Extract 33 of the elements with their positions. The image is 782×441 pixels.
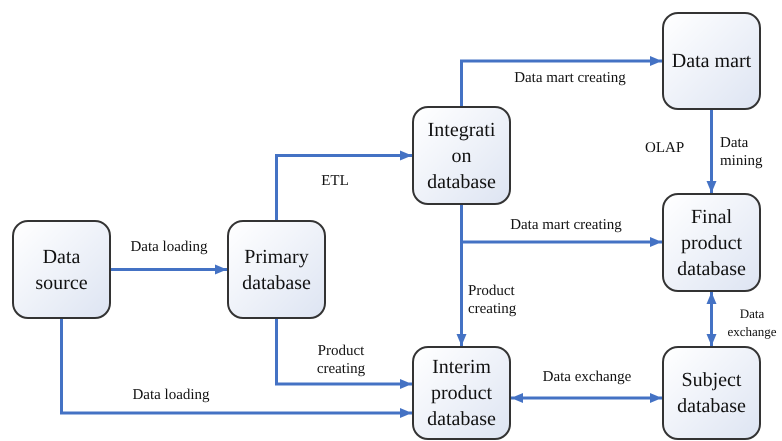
- arrow: [706, 110, 716, 193]
- edge-label: Data loading: [131, 386, 211, 404]
- process-box: [662, 12, 761, 110]
- process-box: [12, 220, 111, 319]
- arrow: [60, 319, 412, 418]
- process-box: [412, 106, 511, 205]
- edge-label: Product creating: [468, 282, 518, 318]
- annotation-text: OLAP: [645, 139, 684, 157]
- node-label: Subject database: [676, 368, 747, 419]
- process-box: [227, 220, 326, 319]
- edge-label: Data mart creating: [509, 216, 623, 234]
- edge-label: Data exchange: [726, 305, 778, 341]
- node-label: Integrati on database: [426, 118, 497, 194]
- arrow: [511, 393, 662, 403]
- node-label: Data mart: [672, 49, 752, 74]
- node-label: Final product database: [676, 204, 747, 282]
- arrow: [460, 56, 662, 106]
- edge-label: Data mart creating: [513, 69, 627, 87]
- arrow: [275, 150, 412, 220]
- edge-label: Product creating: [316, 342, 366, 378]
- node-label: Interim product database: [426, 355, 497, 432]
- node-label: Data source: [34, 244, 89, 296]
- edge-label: ETL: [320, 172, 350, 190]
- arrow: [706, 292, 716, 346]
- node-label: Primary database: [241, 244, 312, 296]
- edge-label: Data exchange: [542, 368, 632, 386]
- arrow: [275, 319, 412, 389]
- process-box: [662, 346, 761, 440]
- process-box: [412, 346, 511, 440]
- arrow: [111, 264, 227, 274]
- edge-label: Data mining: [720, 134, 764, 170]
- edge-label: Data loading: [129, 238, 209, 256]
- process-box: [662, 193, 761, 292]
